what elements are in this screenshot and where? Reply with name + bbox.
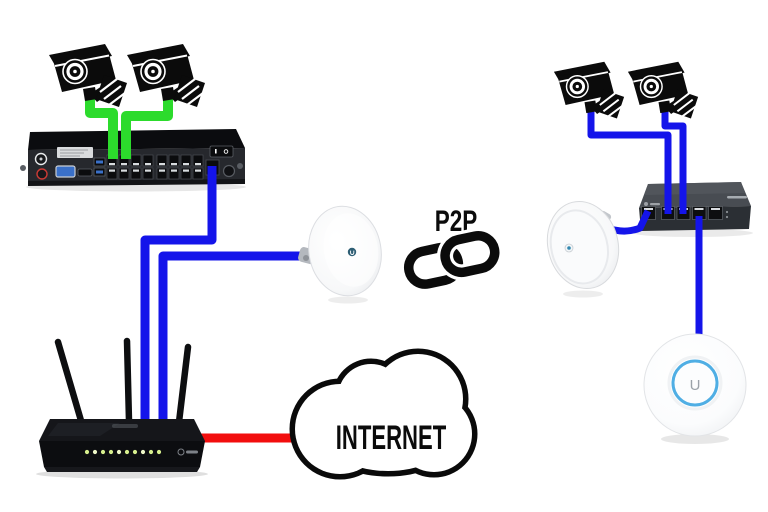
cable-bridge-left-to-router [158, 251, 306, 438]
nvr-screw-left [20, 165, 26, 171]
switch-shadow [633, 229, 753, 237]
nvr-poe-ports [106, 154, 204, 180]
nvr-recorder [20, 129, 246, 192]
router-antennas [54, 337, 192, 428]
wireless-bridge-right [546, 200, 620, 298]
chain-link-icon [403, 227, 503, 289]
router-led-strip [84, 449, 162, 455]
nvr-screw-right [237, 163, 243, 169]
wifi-router [36, 337, 208, 479]
cable-camera4-to-switch [661, 108, 687, 214]
access-point: U [643, 333, 747, 444]
switch-logo-icon [644, 202, 648, 206]
router-logo-icon [177, 448, 185, 456]
ap-shadow [661, 434, 729, 444]
nvr-hdmi-port [77, 168, 93, 177]
p2p-link: P2P [403, 204, 503, 289]
cctv-camera-3 [552, 60, 626, 120]
cable-camera3-to-switch [587, 108, 672, 214]
cable-camera2-to-nvr [121, 96, 173, 159]
router-front-face [39, 441, 205, 467]
router-antenna-right [175, 343, 192, 426]
nvr-vga-port [55, 165, 76, 178]
nvr-audio-in-port [36, 168, 48, 180]
internet-cloud: INTERNET [289, 348, 478, 480]
nvr-power-switch [209, 145, 234, 158]
nvr-usb-ports [93, 157, 106, 177]
bridge-left-logo [347, 247, 357, 257]
cctv-camera-1 [47, 42, 129, 109]
router-antenna-middle [123, 337, 133, 425]
cctv-camera-2 [125, 42, 207, 109]
router-antenna-left [54, 338, 86, 428]
poe-switch [633, 182, 753, 237]
wireless-bridge-left [298, 205, 382, 304]
ap-logo-label: U [690, 377, 701, 394]
ap-status-ring [671, 359, 719, 407]
nvr-top-panel [28, 129, 245, 150]
router-brand-mark [112, 424, 138, 428]
cable-nvr-to-router [140, 166, 217, 438]
cable-camera1-to-nvr [85, 96, 118, 159]
switch-model-label [727, 196, 747, 199]
internet-label: INTERNET [336, 419, 447, 457]
cctv-camera-4 [626, 60, 700, 120]
nvr-power-connector [222, 164, 236, 178]
